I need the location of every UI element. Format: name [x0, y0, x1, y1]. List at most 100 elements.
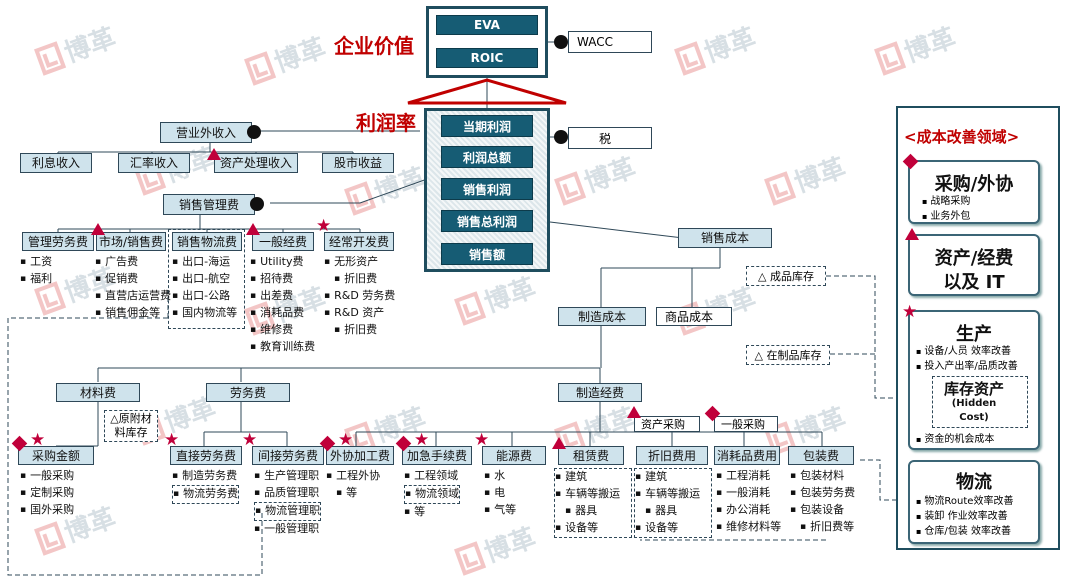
watermark-tile: 博革: [674, 23, 760, 76]
list-item: 定制采购: [20, 485, 74, 502]
production-title: 生产: [956, 324, 992, 345]
indirect-labor-box: 间接劳务费: [252, 446, 324, 465]
list-item: 电: [484, 485, 516, 502]
fx-income-box: 汇率收入: [118, 153, 190, 173]
rent-box: 租赁费: [558, 446, 624, 465]
list-item: 销售佣金等: [95, 305, 171, 322]
watermark-tile: 博革: [554, 153, 640, 206]
list-item: 水: [484, 468, 516, 485]
svg-text:博革: 博革: [901, 23, 960, 69]
list-item: 物流劳务费: [172, 485, 240, 504]
logistics-list: 物流Route效率改善 装卸 作业效率改善 仓库/包装 效率改善: [916, 494, 1013, 539]
inventory-note-list: 资金的机会成本: [916, 432, 994, 447]
overhead-box: 制造经费: [558, 383, 642, 402]
wip-stock-box: △ 在制品库存: [746, 345, 830, 365]
general-expense-triangle-marker: [246, 223, 260, 235]
list-item: 招待费: [250, 271, 315, 288]
consumables-box: 消耗品费用: [714, 446, 780, 465]
sga-admin-labor-list: 工资 福利: [20, 254, 52, 288]
stack-sales: 销售额: [441, 243, 533, 265]
list-item: 工资: [20, 254, 52, 271]
tax-box: 税: [568, 127, 652, 149]
direct-labor-box: 直接劳务费: [170, 446, 242, 465]
asset-expense-title-line1: 资产/经费: [934, 248, 1014, 269]
list-item: 工程领域: [404, 468, 460, 485]
list-item: 出口-海运: [172, 254, 237, 271]
asset-expense-card: 资产/经费 以及 IT: [908, 234, 1040, 296]
sga-cat-general-expense: 一般经费: [252, 232, 314, 251]
list-item: 办公消耗: [716, 502, 781, 519]
rent-list: 建筑 车辆等搬运 器具 设备等: [554, 468, 632, 538]
tax-connector-dot: [554, 130, 568, 144]
list-item: 设备等: [555, 520, 631, 537]
list-item: 仓库/包装 效率改善: [916, 524, 1013, 539]
list-item: 车辆等搬运: [635, 486, 711, 503]
list-item: 投入产出率/品质改善: [916, 359, 1017, 374]
asset-card-triangle-marker: [905, 228, 919, 240]
indirect-labor-list: 生产管理职 品质管理职 物流管理职 一般管理职: [254, 468, 322, 538]
list-item: Utility费: [250, 254, 315, 271]
watermark-tile: 博革: [874, 23, 960, 76]
stack-sales-profit: 销售利润: [441, 178, 533, 200]
eva-box: EVA: [436, 15, 538, 35]
list-item: 促销费: [95, 271, 171, 288]
svg-text:博革: 博革: [271, 33, 330, 79]
company-value-label: 企业价值: [334, 34, 414, 58]
purchase-outsourcing-list: 战略采购 业务外包: [922, 194, 970, 224]
list-item: 出口-公路: [172, 288, 237, 305]
list-item-cont: 器具: [555, 503, 631, 520]
sga-logistics-list: 出口-海运 出口-航空 出口-公路 国内物流等: [172, 254, 237, 322]
depreciation-list: 建筑 车辆等搬运 器具 设备等: [634, 468, 712, 538]
profit-rate-label: 利润率: [356, 111, 416, 135]
general-purchase-label: 一般采购: [714, 416, 778, 432]
list-item: 设备等: [635, 520, 711, 537]
list-item: 包装材料: [790, 468, 855, 485]
list-item-cont: 折旧费等: [790, 519, 855, 536]
list-item: 一般消耗: [716, 485, 781, 502]
list-item: 国内物流等: [172, 305, 237, 322]
production-card: 生产 设备/人员 效率改善 投入产出率/品质改善 库存资产 (Hidden Co…: [908, 310, 1040, 450]
dev-expense-star-marker: ★: [316, 216, 332, 236]
processing-fee-list: 工程领域 物流领域 等: [404, 468, 461, 521]
nonop-connector-dot: [247, 125, 261, 139]
list-item: 一般管理职: [254, 521, 321, 538]
packaging-box: 包装费: [788, 446, 854, 465]
indirect-labor-star-marker: ★: [242, 430, 258, 450]
svg-text:博革: 博革: [481, 523, 540, 569]
sga-cat-dev-expense: 经常开发费: [324, 232, 394, 251]
purchase-outsourcing-title: 采购/外协: [934, 174, 1014, 195]
list-item: 品质管理职: [254, 485, 321, 502]
raw-stock-line2: 料库存: [114, 426, 148, 439]
list-item: 制造劳务费: [172, 468, 239, 485]
sga-marketing-list: 广告费 促销费 直营店运营费 销售佣金等: [95, 254, 171, 322]
processing-fee-box: 加急手续费: [402, 446, 472, 465]
watermark-tile: 博革: [34, 23, 120, 76]
list-item: 出口-航空: [172, 271, 237, 288]
list-item: R&D 资产: [324, 305, 395, 322]
list-item: 车辆等搬运: [555, 486, 631, 503]
svg-text:博革: 博革: [581, 153, 640, 199]
hidden-cost-line2: Cost): [959, 412, 989, 423]
list-item: 物流Route效率改善: [916, 494, 1013, 509]
energy-star-marker: ★: [474, 430, 490, 450]
raw-material-stock-box: △原附材 料库存: [104, 410, 158, 442]
logistics-title: 物流: [956, 472, 992, 493]
production-list: 设备/人员 效率改善 投入产出率/品质改善: [916, 344, 1018, 374]
asset-disposal-triangle-marker: [207, 148, 221, 160]
mfg-cost-box: 制造成本: [558, 307, 646, 326]
outsourcing-box: 外协加工费: [326, 446, 394, 465]
material-cost-box: 材料费: [56, 383, 140, 402]
direct-labor-star-marker: ★: [164, 430, 180, 450]
hidden-cost-line1: (Hidden: [951, 398, 997, 409]
sga-cat-sales-logistics: 销售物流费: [172, 232, 242, 251]
list-item: 设备/人员 效率改善: [916, 344, 1018, 359]
stack-total-profit: 利润总额: [441, 146, 533, 168]
list-item: 无形资产: [324, 254, 395, 271]
sales-cost-box: 销售成本: [678, 228, 772, 248]
packaging-list: 包装材料 包装劳务费 包装设备 折旧费等: [790, 468, 855, 536]
list-item: 工程外协: [326, 468, 380, 485]
sga-cat-marketing: 市场/销售费: [96, 232, 166, 251]
list-item: 直营店运营费: [95, 288, 171, 305]
watermark-tile: 博革: [244, 33, 330, 86]
wacc-connector-dot: [554, 35, 568, 49]
